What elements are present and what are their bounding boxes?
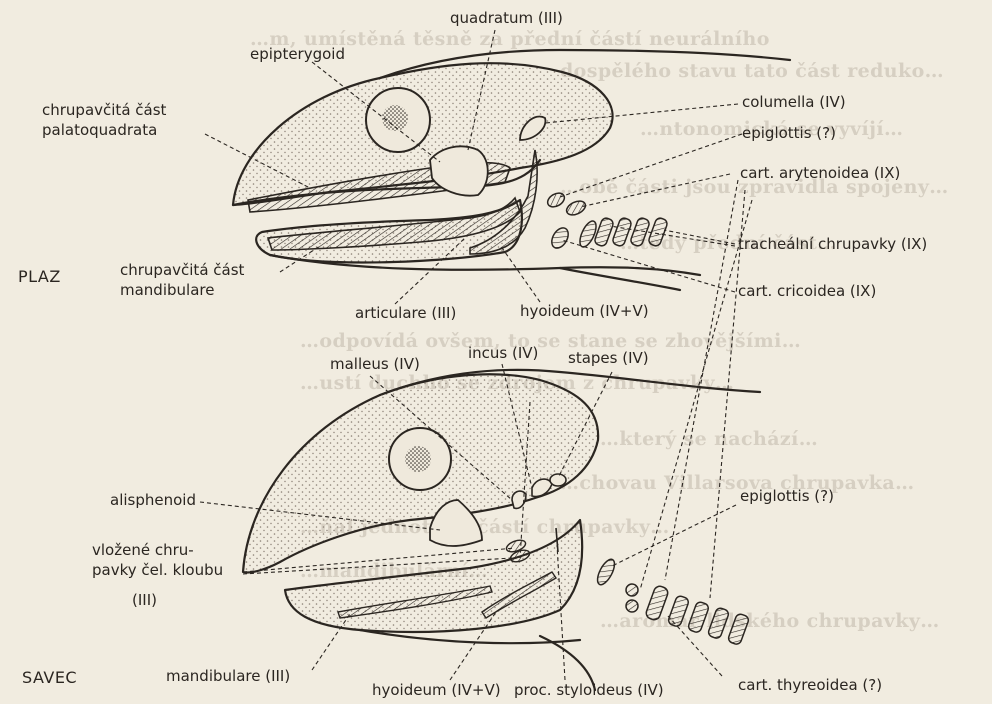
label-vlozene-2: pavky čel. kloubu bbox=[92, 562, 223, 579]
label-mandibulare-mammal: mandibulare (III) bbox=[166, 668, 290, 685]
stapes-bone bbox=[550, 474, 566, 486]
leader-arytenoidea bbox=[580, 174, 730, 207]
leader-tracheal-1 bbox=[664, 230, 735, 244]
mammal-head bbox=[243, 370, 760, 690]
label-epiglottis-mammal: epiglottis (?) bbox=[740, 488, 834, 505]
label-alisphenoid: alisphenoid bbox=[110, 492, 196, 509]
label-vlozene-3: (III) bbox=[132, 592, 157, 609]
label-articulare: articulare (III) bbox=[355, 305, 456, 322]
reptile-larynx bbox=[545, 190, 668, 251]
arytenoid-cartilage bbox=[564, 198, 587, 217]
mammal-eye-center bbox=[405, 446, 431, 472]
leader-tracheal-2 bbox=[610, 226, 735, 246]
label-arytenoidea: cart. arytenoidea (IX) bbox=[740, 165, 900, 182]
label-hyoideum-reptile: hyoideum (IV+V) bbox=[520, 303, 649, 320]
leader-hyoideum bbox=[500, 245, 540, 302]
label-incus: incus (IV) bbox=[468, 345, 538, 362]
tracheal-ring bbox=[612, 217, 633, 247]
cricoid-cartilage bbox=[548, 225, 571, 251]
tracheal-ring bbox=[687, 601, 709, 634]
label-stapes: stapes (IV) bbox=[568, 350, 649, 367]
label-vlozene-1: vložené chru- bbox=[92, 542, 194, 559]
label-columella: columella (IV) bbox=[742, 94, 846, 111]
label-mandibulare-2: mandibulare bbox=[120, 282, 214, 299]
label-epipterygoid: epipterygoid bbox=[250, 46, 345, 63]
reptile-head bbox=[233, 50, 790, 290]
tracheal-ring bbox=[594, 217, 615, 247]
label-mandibulare-1: chrupavčitá část bbox=[120, 262, 244, 279]
label-cricoidea: cart. cricoidea (IX) bbox=[738, 283, 876, 300]
label-thyreoidea: cart. thyreoidea (?) bbox=[738, 677, 882, 694]
label-malleus: malleus (IV) bbox=[330, 356, 420, 373]
tracheal-ring bbox=[727, 613, 749, 646]
thyroid-cartilage bbox=[645, 585, 670, 622]
label-epiglottis-reptile: epiglottis (?) bbox=[742, 125, 836, 142]
mammal-larynx bbox=[594, 557, 750, 646]
label-plaz: PLAZ bbox=[18, 268, 61, 285]
tracheal-ring bbox=[707, 607, 729, 640]
label-tracheal: tracheální chrupavky (IX) bbox=[738, 236, 927, 253]
label-palatoquadrata-2: palatoquadrata bbox=[42, 122, 157, 139]
label-styloideus: proc. styloideus (IV) bbox=[514, 682, 664, 699]
leader-drop-1 bbox=[665, 180, 738, 580]
label-palatoquadrata-1: chrupavčitá část bbox=[42, 102, 166, 119]
leader-drop-3 bbox=[640, 200, 752, 590]
arytenoid-cartilage bbox=[626, 584, 638, 596]
cricoid-cartilage bbox=[626, 600, 638, 612]
thyroid-cartilage bbox=[577, 219, 600, 249]
tracheal-ring bbox=[630, 217, 651, 247]
tracheal-ring bbox=[667, 595, 689, 628]
label-quadratum: quadratum (III) bbox=[450, 10, 563, 27]
reptile-throat-low bbox=[560, 268, 680, 290]
label-savec: SAVEC bbox=[22, 669, 77, 686]
label-hyoideum-mammal: hyoideum (IV+V) bbox=[372, 682, 501, 699]
epiglottis-cartilage bbox=[594, 557, 618, 587]
epiglottis-cartilage bbox=[545, 190, 567, 209]
